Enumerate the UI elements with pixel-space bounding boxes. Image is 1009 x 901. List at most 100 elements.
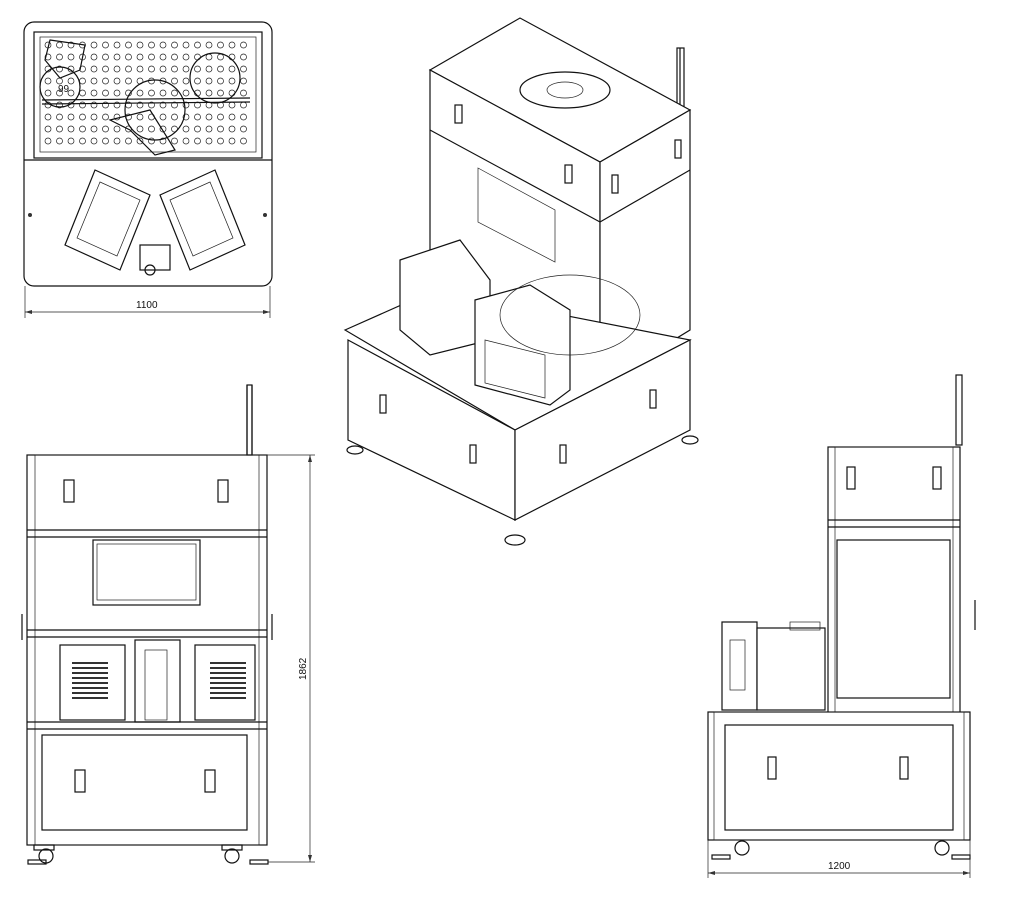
pegboard-hole <box>44 77 52 85</box>
pegboard-hole <box>194 53 201 61</box>
vent-slot <box>210 667 246 669</box>
pegboard-hole <box>171 53 178 61</box>
vent-slot <box>210 697 246 699</box>
pegboard-hole <box>148 89 155 97</box>
pegboard-hole <box>136 101 144 109</box>
pegboard-hole <box>125 41 132 49</box>
pegboard-hole <box>102 125 109 133</box>
vent-slot <box>210 672 246 674</box>
pegboard-hole <box>171 89 178 97</box>
pegboard-hole <box>217 113 224 121</box>
pegboard-hole <box>194 125 201 133</box>
pegboard-hole <box>217 77 224 85</box>
pegboard-hole <box>136 89 144 97</box>
pegboard-hole <box>79 137 86 145</box>
pegboard-hole <box>113 53 121 61</box>
pegboard-hole <box>125 65 132 73</box>
pegboard-hole <box>79 113 86 121</box>
pegboard-hole <box>240 113 247 121</box>
vent-slot <box>72 682 108 684</box>
pegboard-hole <box>217 125 224 133</box>
pegboard-hole <box>90 101 98 109</box>
isometric-view <box>343 17 699 546</box>
side-view: 1200 <box>707 374 976 878</box>
vent-slot <box>210 687 246 689</box>
pegboard-hole <box>228 137 236 145</box>
pegboard-hole <box>205 137 213 145</box>
pegboard-hole <box>90 77 98 85</box>
pegboard-hole <box>228 125 236 133</box>
pegboard-hole <box>228 113 236 121</box>
pegboard-hole <box>44 113 52 121</box>
pegboard-hole <box>67 41 75 49</box>
pegboard-hole <box>113 89 121 97</box>
pegboard-hole <box>148 53 155 61</box>
vent-slot <box>72 672 108 674</box>
pegboard-hole <box>240 65 247 73</box>
pegboard-hole <box>182 113 190 121</box>
pegboard-hole <box>102 41 109 49</box>
pegboard-hole <box>182 53 190 61</box>
pegboard-hole <box>205 113 213 121</box>
pegboard-hole <box>102 77 109 85</box>
pegboard-hole <box>113 137 121 145</box>
pegboard-hole <box>240 89 247 97</box>
pegboard-hole <box>240 125 247 133</box>
vent-slot <box>210 682 246 684</box>
pegboard-hole <box>148 137 155 145</box>
pegboard-hole <box>102 89 109 97</box>
pegboard-hole <box>240 41 247 49</box>
pegboard-hole <box>182 77 190 85</box>
pegboard-hole <box>125 137 132 145</box>
pegboard-hole <box>217 65 224 73</box>
width-dimension-top: 1100 <box>136 300 158 311</box>
pegboard-hole <box>182 101 190 109</box>
pegboard-hole <box>113 101 121 109</box>
vent-slot <box>72 667 108 669</box>
pegboard-hole <box>102 137 109 145</box>
pegboard-hole <box>171 65 178 73</box>
pegboard-hole <box>56 113 63 121</box>
pegboard-hole <box>194 41 201 49</box>
height-dimension-front: 1862 <box>298 657 309 680</box>
pegboard-hole <box>159 65 167 73</box>
pegboard-hole <box>205 77 213 85</box>
pegboard-hole <box>56 65 63 73</box>
pegboard-hole <box>240 137 247 145</box>
pegboard-hole <box>90 89 98 97</box>
pegboard-hole <box>182 41 190 49</box>
pegboard-hole <box>102 113 109 121</box>
pegboard-hole <box>79 65 86 73</box>
pegboard-hole <box>205 89 213 97</box>
pegboard-hole <box>205 65 213 73</box>
pegboard-hole <box>240 101 247 109</box>
vent-slot <box>72 687 108 689</box>
pegboard-hole <box>44 137 52 145</box>
pegboard-hole <box>171 113 178 121</box>
vent-slot <box>72 697 108 699</box>
pegboard-hole <box>56 137 63 145</box>
pegboard-hole <box>113 65 121 73</box>
pegboard-hole <box>125 77 132 85</box>
pegboard-hole <box>136 41 144 49</box>
vent-slot <box>210 662 246 664</box>
pegboard-hole <box>159 137 167 145</box>
pegboard-hole <box>44 89 52 97</box>
pegboard-hole <box>90 65 98 73</box>
pegboard-hole <box>79 125 86 133</box>
pegboard-hole <box>113 77 121 85</box>
pegboard-hole <box>136 113 144 121</box>
pegboard-hole <box>159 89 167 97</box>
pegboard-hole <box>113 125 121 133</box>
pegboard-hole <box>182 65 190 73</box>
pegboard-hole <box>182 89 190 97</box>
pegboard-hole <box>102 101 109 109</box>
pegboard-hole <box>148 65 155 73</box>
pegboard-hole <box>44 53 52 61</box>
pegboard-hole <box>90 41 98 49</box>
pegboard-hole <box>159 113 167 121</box>
pegboard-hole <box>217 137 224 145</box>
pegboard-hole <box>217 53 224 61</box>
pegboard-hole <box>148 125 155 133</box>
